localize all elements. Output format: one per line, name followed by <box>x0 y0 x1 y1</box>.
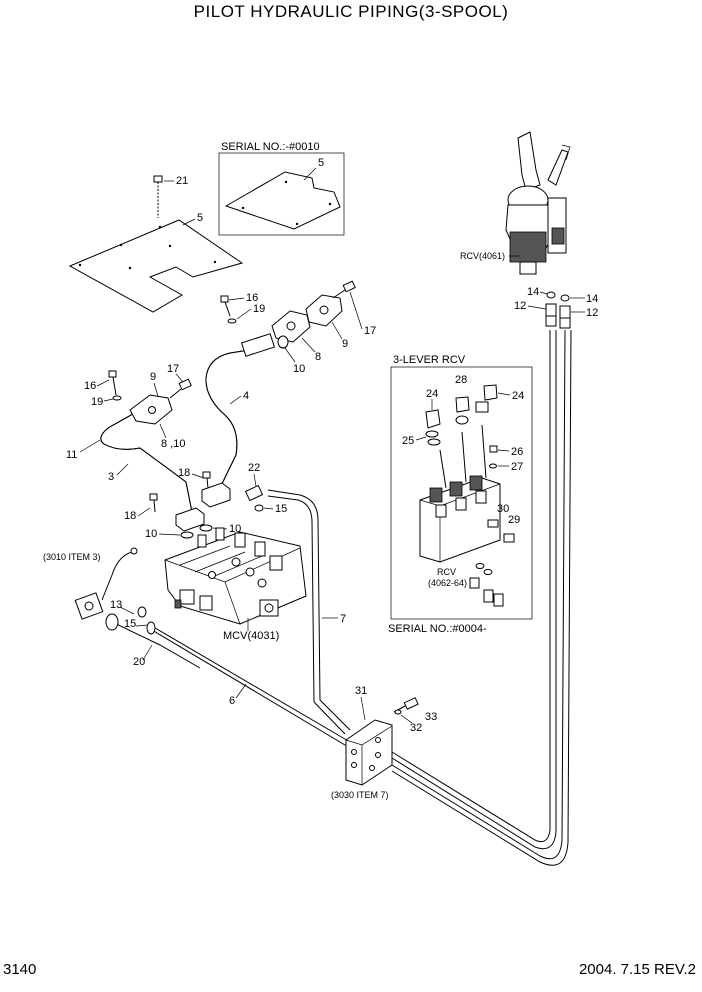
callout-17-middle: 17 <box>167 363 179 375</box>
ref-3030-item-7: (3030 ITEM 7) <box>331 790 389 800</box>
callout-10-mcv-right: 10 <box>229 523 241 535</box>
fitting-12-right <box>559 305 571 319</box>
lever-rcv-inset-title: 3-LEVER RCV <box>393 354 466 366</box>
callout-32: 32 <box>410 722 422 734</box>
mcv-label: MCV(4031) <box>223 630 279 642</box>
callout-30: 30 <box>497 503 509 515</box>
floor-cover-plate <box>68 219 244 313</box>
callout-31: 31 <box>355 685 367 697</box>
callout-22: 22 <box>248 462 260 474</box>
callout-9-middle: 9 <box>150 371 156 383</box>
callout-33: 33 <box>425 711 437 723</box>
callout-3: 3 <box>108 471 114 483</box>
oring-14-left <box>546 291 556 299</box>
pipe-3 <box>100 409 193 513</box>
callout-8-10-middle: 8 ,10 <box>161 438 185 450</box>
callout-18-left: 18 <box>124 510 136 522</box>
serial-inset-label: SERIAL NO.:-#0010 <box>221 141 320 153</box>
callout-12-left: 12 <box>514 300 526 312</box>
callout-5-inset: 5 <box>318 157 324 169</box>
hose-20 <box>107 619 201 669</box>
callout-5: 5 <box>197 212 203 224</box>
callout-10-mcv-left: 10 <box>145 528 157 540</box>
callout-28: 28 <box>455 374 467 386</box>
washer-19-upper <box>227 318 237 324</box>
flange-18-right <box>201 482 231 508</box>
rcv-main-label: RCV(4061) <box>460 251 505 261</box>
callout-14-right: 14 <box>586 293 598 305</box>
callout-21: 21 <box>176 175 188 187</box>
callout-10-upper: 10 <box>293 363 305 375</box>
hose-6 <box>149 624 351 743</box>
callout-9-upper: 9 <box>342 338 348 350</box>
hose-7 <box>267 489 351 731</box>
bolt-17-upper <box>342 280 356 293</box>
callout-19-upper: 19 <box>253 303 265 315</box>
fitting-12-left <box>545 303 557 317</box>
flange-18-left <box>175 507 205 532</box>
callout-11: 11 <box>66 449 77 461</box>
rcv-lever-code: (4062-64) <box>428 578 467 588</box>
hose-3010 <box>101 551 133 601</box>
hose-rcv-left <box>391 330 551 843</box>
manifold-block-31 <box>345 719 393 786</box>
callout-19-middle: 19 <box>91 396 103 408</box>
callout-6: 6 <box>229 695 235 707</box>
callout-24-right: 24 <box>512 390 524 402</box>
cover-plate-inset <box>224 171 341 230</box>
callout-17-upper: 17 <box>364 325 376 337</box>
callout-15-upper: 15 <box>275 503 287 515</box>
oring-10-upper <box>277 335 289 349</box>
oring-15-upper <box>254 504 264 512</box>
pipe-4-flange <box>240 333 276 357</box>
callout-29: 29 <box>508 514 520 526</box>
bolt-21 <box>153 175 163 183</box>
callout-8-upper: 8 <box>315 351 321 363</box>
bolt-16-upper <box>220 295 229 303</box>
callout-12-right: 12 <box>586 307 598 319</box>
bolt-33 <box>403 697 419 710</box>
three-lever-rcv <box>419 384 515 607</box>
rcv-joystick <box>505 131 571 275</box>
callout-7: 7 <box>340 613 346 625</box>
callout-13: 13 <box>110 599 122 611</box>
rcv-lever-label: RCV <box>437 567 456 577</box>
callout-26: 26 <box>511 446 523 458</box>
callout-20: 20 <box>133 656 145 668</box>
callout-25: 25 <box>402 435 414 447</box>
revision-date: 2004. 7.15 REV.2 <box>578 961 696 978</box>
callout-27: 27 <box>511 461 523 473</box>
washer-19-middle <box>112 395 122 401</box>
page-title: PILOT HYDRAULIC PIPING(3-SPOOL) <box>193 2 509 21</box>
page-number: 3140 <box>3 961 37 978</box>
callout-15-lower: 15 <box>124 618 136 630</box>
callout-14-left: 14 <box>527 286 539 298</box>
oring-10-mcv-right <box>199 524 213 532</box>
fitting-22 <box>244 484 264 502</box>
hose-rcv-right <box>391 329 566 860</box>
callout-24-left: 24 <box>426 388 438 400</box>
serial-bottom-label: SERIAL NO.:#0004- <box>388 623 487 635</box>
callout-18-right: 18 <box>178 467 190 479</box>
lever-rcv-inset-frame <box>390 366 533 620</box>
callout-16-middle: 16 <box>84 380 96 392</box>
oring-14-right <box>560 294 570 302</box>
serial-inset-frame <box>218 152 345 236</box>
callout-4: 4 <box>243 390 249 402</box>
bolt-17-middle <box>178 378 192 391</box>
callout-16-upper: 16 <box>246 292 258 304</box>
bolt-16-middle <box>108 370 117 378</box>
mcv-valve-block <box>164 527 307 625</box>
ref-3010-item-3: (3010 ITEM 3) <box>43 552 101 562</box>
oring-10-mcv-left <box>180 531 194 539</box>
